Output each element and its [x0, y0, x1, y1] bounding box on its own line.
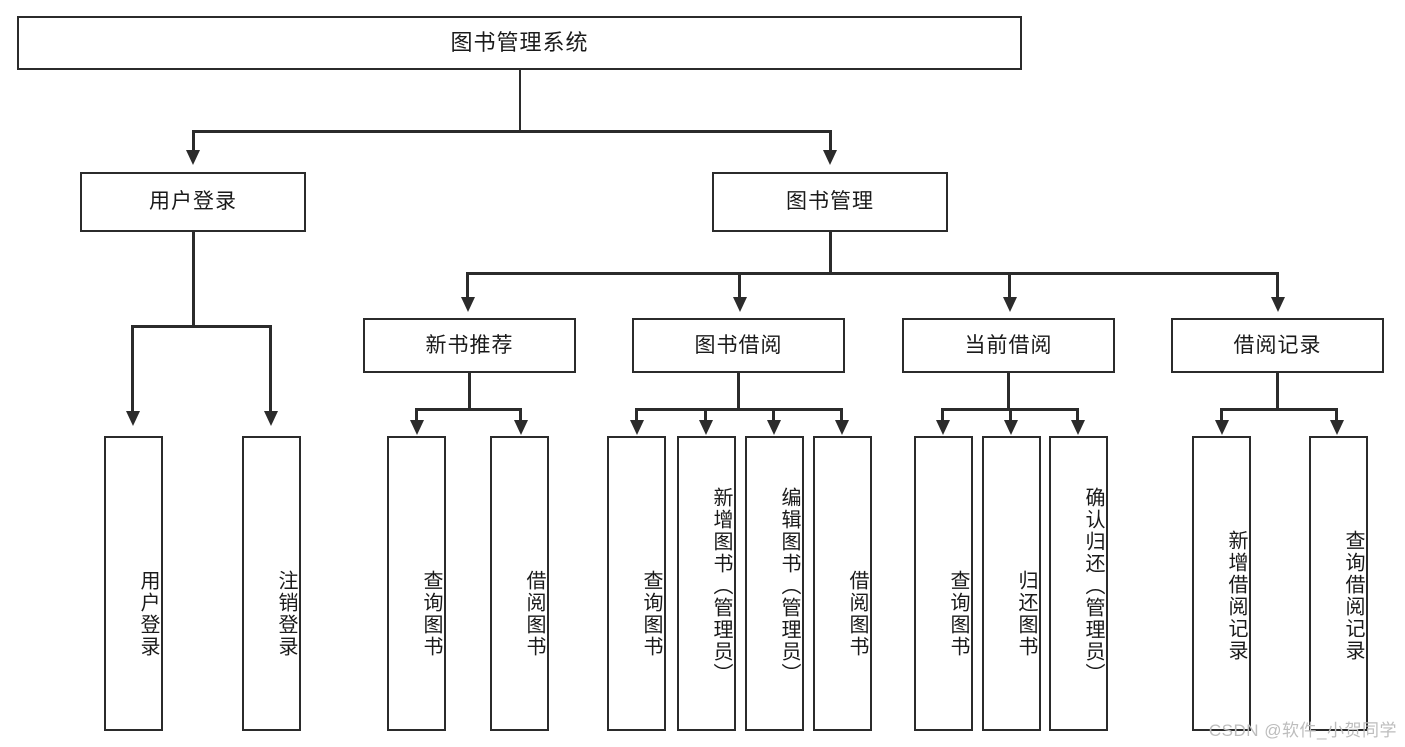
edge-drop-leaf-return-book: [1009, 408, 1012, 422]
node-label: 当前借阅: [964, 333, 1053, 357]
arrow-to-current-borrow: [1003, 297, 1017, 312]
node-leaf-add-record[interactable]: 新增借阅记录: [1192, 436, 1251, 731]
node-label: 查询图书: [947, 569, 969, 658]
node-label: 用户登录: [137, 569, 159, 658]
edge-drop-leaf-confirm-return: [1076, 408, 1079, 422]
node-label: 注销登录: [275, 569, 297, 658]
arrow-to-leaf-user-login: [126, 411, 140, 426]
edge-current-borrow-stem: [1007, 373, 1010, 411]
arrow-to-leaf-borrow-book-2: [835, 420, 849, 435]
node-borrow-record[interactable]: 借阅记录: [1171, 318, 1384, 373]
node-leaf-confirm-return[interactable]: 确认归还（管理员）: [1049, 436, 1108, 731]
node-leaf-query-book-1[interactable]: 查询图书: [387, 436, 446, 731]
edge-drop-leaf-edit-book: [772, 408, 775, 422]
arrow-to-leaf-add-book: [699, 420, 713, 435]
edge-book-borrow-stem: [737, 373, 740, 411]
edge-bus-level2: [192, 130, 832, 133]
node-leaf-borrow-book-1[interactable]: 借阅图书: [490, 436, 549, 731]
edge-drop-borrow-record: [1276, 272, 1279, 299]
node-leaf-query-book-3[interactable]: 查询图书: [914, 436, 973, 731]
csdn-watermark: CSDN @软件_小贺同学: [1208, 721, 1397, 740]
node-label: 借阅图书: [523, 569, 545, 658]
node-leaf-query-record[interactable]: 查询借阅记录: [1309, 436, 1368, 731]
edge-drop-leaf-user-login: [131, 325, 134, 413]
node-label: 用户登录: [149, 190, 237, 214]
node-label: 查询图书: [420, 569, 442, 658]
edge-new-book-recommend-stem: [468, 373, 471, 411]
node-label: 图书管理系统: [450, 29, 589, 55]
arrow-to-leaf-query-book-1: [410, 420, 424, 435]
node-label: 归还图书: [1015, 569, 1037, 658]
edge-bus-level3: [466, 272, 1279, 275]
node-label: 借阅记录: [1233, 333, 1322, 357]
node-leaf-add-book[interactable]: 新增图书（管理员）: [677, 436, 736, 731]
edge-bus-user-login-leaves: [131, 325, 272, 328]
arrow-to-new-book-recommend: [461, 297, 475, 312]
node-root-book-management-system[interactable]: 图书管理系统: [17, 16, 1022, 70]
edge-drop-book-borrow: [738, 272, 741, 299]
arrow-to-user-login: [186, 150, 200, 165]
node-label: 查询图书: [640, 569, 662, 658]
arrow-to-leaf-query-record: [1330, 420, 1344, 435]
edge-drop-user-login: [192, 130, 195, 152]
node-leaf-logout[interactable]: 注销登录: [242, 436, 301, 731]
arrow-to-book-borrow: [733, 297, 747, 312]
edge-bus-new-book-recommend-leaves: [415, 408, 522, 411]
edge-bus-borrow-record-leaves: [1220, 408, 1337, 411]
arrow-to-leaf-query-book-2: [630, 420, 644, 435]
node-leaf-user-login[interactable]: 用户登录: [104, 436, 163, 731]
node-label: 查询借阅记录: [1342, 529, 1364, 662]
node-leaf-borrow-book-2[interactable]: 借阅图书: [813, 436, 872, 731]
edge-root-stem: [519, 70, 521, 131]
edge-drop-book-management: [829, 130, 832, 152]
node-label: 新增图书（管理员）: [710, 486, 732, 685]
edge-drop-leaf-query-book-3: [941, 408, 944, 422]
arrow-to-leaf-return-book: [1004, 420, 1018, 435]
arrow-to-borrow-record: [1271, 297, 1285, 312]
node-leaf-edit-book[interactable]: 编辑图书（管理员）: [745, 436, 804, 731]
node-label: 确认归还（管理员）: [1082, 486, 1104, 685]
node-label: 新增借阅记录: [1225, 529, 1247, 662]
arrow-to-book-management: [823, 150, 837, 165]
node-leaf-return-book[interactable]: 归还图书: [982, 436, 1041, 731]
arrow-to-leaf-confirm-return: [1071, 420, 1085, 435]
node-label: 编辑图书（管理员）: [778, 486, 800, 685]
node-label: 图书管理: [786, 190, 874, 214]
edge-bus-book-borrow-leaves: [635, 408, 843, 411]
node-book-management[interactable]: 图书管理: [712, 172, 948, 232]
edge-drop-leaf-borrow-book-1: [519, 408, 522, 422]
arrow-to-leaf-add-record: [1215, 420, 1229, 435]
arrow-to-leaf-borrow-book-1: [514, 420, 528, 435]
node-new-book-recommend[interactable]: 新书推荐: [363, 318, 576, 373]
node-leaf-query-book-2[interactable]: 查询图书: [607, 436, 666, 731]
edge-book-management-stem: [829, 232, 832, 274]
edge-drop-leaf-logout: [269, 325, 272, 413]
edge-drop-leaf-borrow-book-2: [840, 408, 843, 422]
edge-drop-leaf-query-book-1: [415, 408, 418, 422]
arrow-to-leaf-edit-book: [767, 420, 781, 435]
node-label: 新书推荐: [425, 333, 514, 357]
node-current-borrow[interactable]: 当前借阅: [902, 318, 1115, 373]
edge-borrow-record-stem: [1276, 373, 1279, 411]
edge-drop-leaf-query-book-2: [635, 408, 638, 422]
edge-user-login-stem: [192, 232, 195, 327]
edge-drop-leaf-add-record: [1220, 408, 1223, 422]
node-label: 图书借阅: [694, 333, 783, 357]
arrow-to-leaf-logout: [264, 411, 278, 426]
arrow-to-leaf-query-book-3: [936, 420, 950, 435]
edge-drop-new-book-recommend: [466, 272, 469, 299]
edge-drop-leaf-add-book: [704, 408, 707, 422]
node-label: 借阅图书: [846, 569, 868, 658]
edge-drop-leaf-query-record: [1335, 408, 1338, 422]
node-user-login[interactable]: 用户登录: [80, 172, 306, 232]
node-book-borrow[interactable]: 图书借阅: [632, 318, 845, 373]
edge-drop-current-borrow: [1008, 272, 1011, 299]
